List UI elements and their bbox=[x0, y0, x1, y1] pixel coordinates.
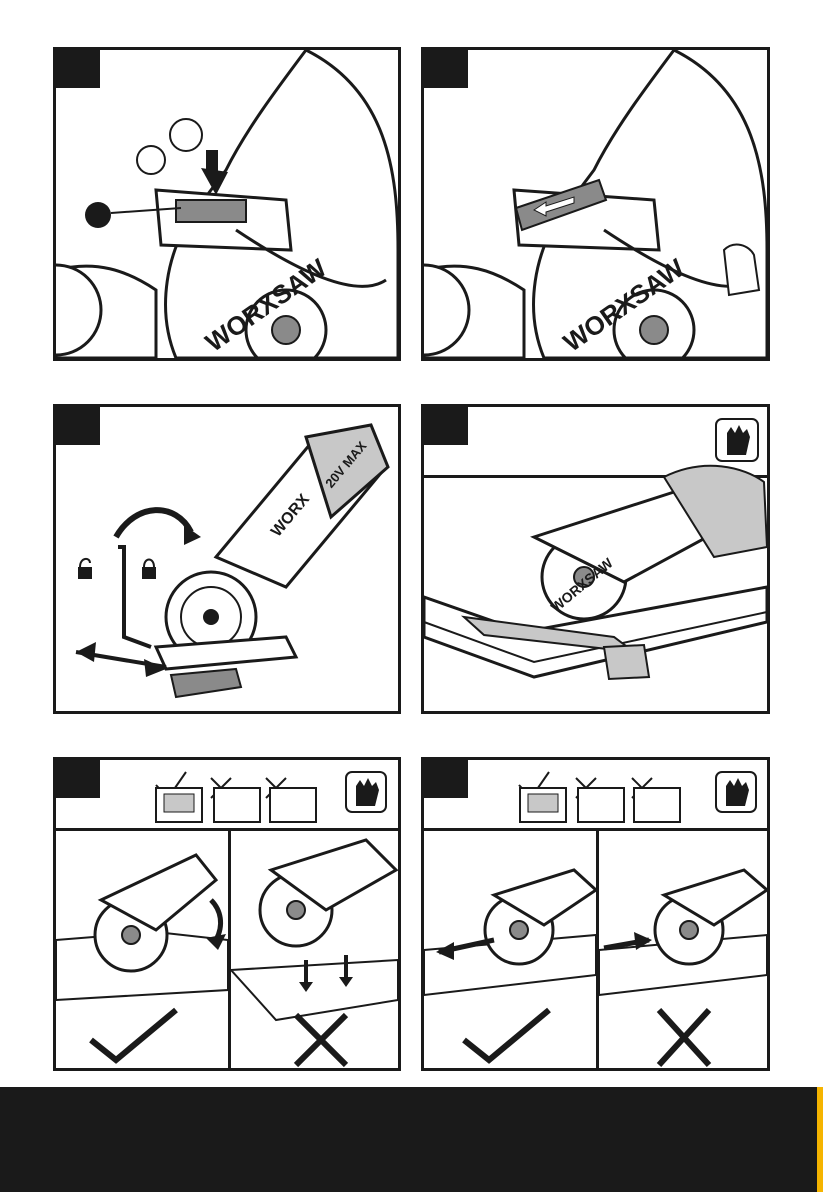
panel-step-1: WORXSAW bbox=[53, 47, 401, 361]
rotate-arrow-icon bbox=[116, 510, 191, 537]
tube-material-icon bbox=[270, 788, 316, 822]
lock-icon bbox=[142, 567, 156, 579]
incorrect-cross-icon bbox=[659, 1010, 709, 1065]
page-footer-band bbox=[0, 1087, 823, 1192]
callout-marker bbox=[85, 202, 111, 228]
panel-step-6 bbox=[421, 757, 770, 1071]
footer-accent-edge bbox=[817, 1087, 823, 1192]
panel-step-2: WORXSAW bbox=[421, 47, 770, 361]
panel-step-3: WORX 20V MAX bbox=[53, 404, 401, 714]
correct-check-icon bbox=[91, 1010, 176, 1060]
channel-material-icon bbox=[578, 788, 624, 822]
panel-step-5 bbox=[53, 757, 401, 1071]
plunge-cut-illustration bbox=[56, 760, 398, 1068]
unlock-icon bbox=[78, 567, 92, 579]
incorrect-cross-icon bbox=[296, 1015, 346, 1065]
saw-guide-illustration bbox=[424, 407, 767, 711]
plunge-arrow-icon bbox=[211, 900, 221, 940]
feed-direction-illustration bbox=[424, 760, 767, 1068]
channel-material-icon bbox=[214, 788, 260, 822]
saw-head-illustration bbox=[56, 50, 398, 358]
panel-step-4: WORXSAW bbox=[421, 404, 770, 714]
tube-material-icon bbox=[634, 788, 680, 822]
correct-check-icon bbox=[464, 1010, 549, 1060]
